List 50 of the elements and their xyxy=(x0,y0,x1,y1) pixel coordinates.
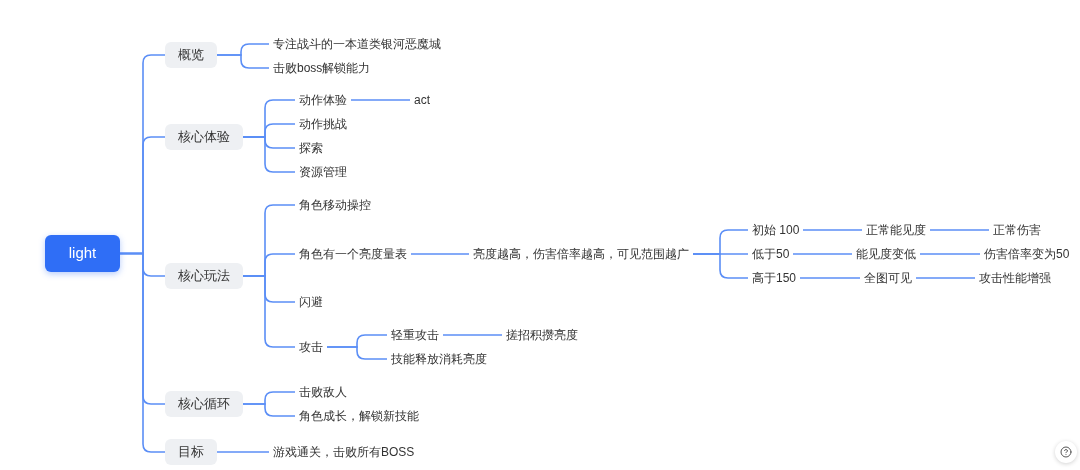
connector-line xyxy=(242,403,296,417)
root-topic-box: light xyxy=(45,234,120,272)
topic-box: 目标 xyxy=(165,439,217,465)
connector-line xyxy=(915,277,976,279)
topic-box: 核心玩法 xyxy=(165,263,243,289)
subtopic-text: 亮度越高，伤害倍率越高，可见范围越广 xyxy=(469,246,693,262)
subtopic-text: 能见度变低 xyxy=(852,246,920,262)
subtopic-text: 角色成长，解锁新技能 xyxy=(295,408,423,424)
connector-line xyxy=(216,54,270,69)
subtopic-text: 初始 100 xyxy=(748,222,804,238)
subtopic-text: 全图可见 xyxy=(860,270,916,286)
connector-line xyxy=(410,253,470,255)
subtopic-text: 伤害倍率变为50 xyxy=(980,246,1074,262)
topic-box: 核心体验 xyxy=(165,124,243,150)
subtopic-text: 攻击 xyxy=(295,339,327,355)
subtopic-text: 资源管理 xyxy=(295,164,351,180)
connector-line xyxy=(442,334,503,336)
subtopic-text: 角色移动操控 xyxy=(295,197,375,213)
subtopic-text: 攻击性能增强 xyxy=(975,270,1055,286)
subtopic-text: act xyxy=(410,92,434,108)
subtopic-text: 轻重攻击 xyxy=(387,327,443,343)
connector-line xyxy=(242,136,296,173)
connector-line xyxy=(802,229,863,231)
connector-line xyxy=(929,229,990,231)
subtopic-text: 搓招积攒亮度 xyxy=(502,327,582,343)
subtopic-text: 专注战斗的一本道类银河恶魔城 xyxy=(269,36,445,52)
subtopic-text: 角色有一个亮度量表 xyxy=(295,246,411,262)
subtopic-text: 技能释放消耗亮度 xyxy=(387,351,491,367)
subtopic-text: 动作挑战 xyxy=(295,116,351,132)
connector-line xyxy=(326,346,388,360)
connector-line xyxy=(799,277,861,279)
connector-line xyxy=(350,99,411,101)
subtopic-text: 击败敌人 xyxy=(295,384,351,400)
subtopic-text: 探索 xyxy=(295,140,327,156)
subtopic-text: 正常伤害 xyxy=(989,222,1045,238)
subtopic-text: 正常能见度 xyxy=(862,222,930,238)
connector-line xyxy=(792,253,853,255)
subtopic-text: 闪避 xyxy=(295,294,327,310)
connector-line xyxy=(919,253,981,255)
topic-box: 概览 xyxy=(165,42,217,68)
subtopic-text: 击败boss解锁能力 xyxy=(269,60,375,76)
subtopic-text: 低于50 xyxy=(748,246,794,262)
subtopic-text: 游戏通关，击败所有BOSS xyxy=(269,444,419,460)
connector-line xyxy=(216,451,270,453)
connector-line xyxy=(119,252,166,453)
subtopic-text: 动作体验 xyxy=(295,92,351,108)
subtopic-text: 高于150 xyxy=(748,270,801,286)
connector-line xyxy=(242,275,296,348)
connector-line xyxy=(692,253,749,279)
topic-box: 核心循环 xyxy=(165,391,243,417)
